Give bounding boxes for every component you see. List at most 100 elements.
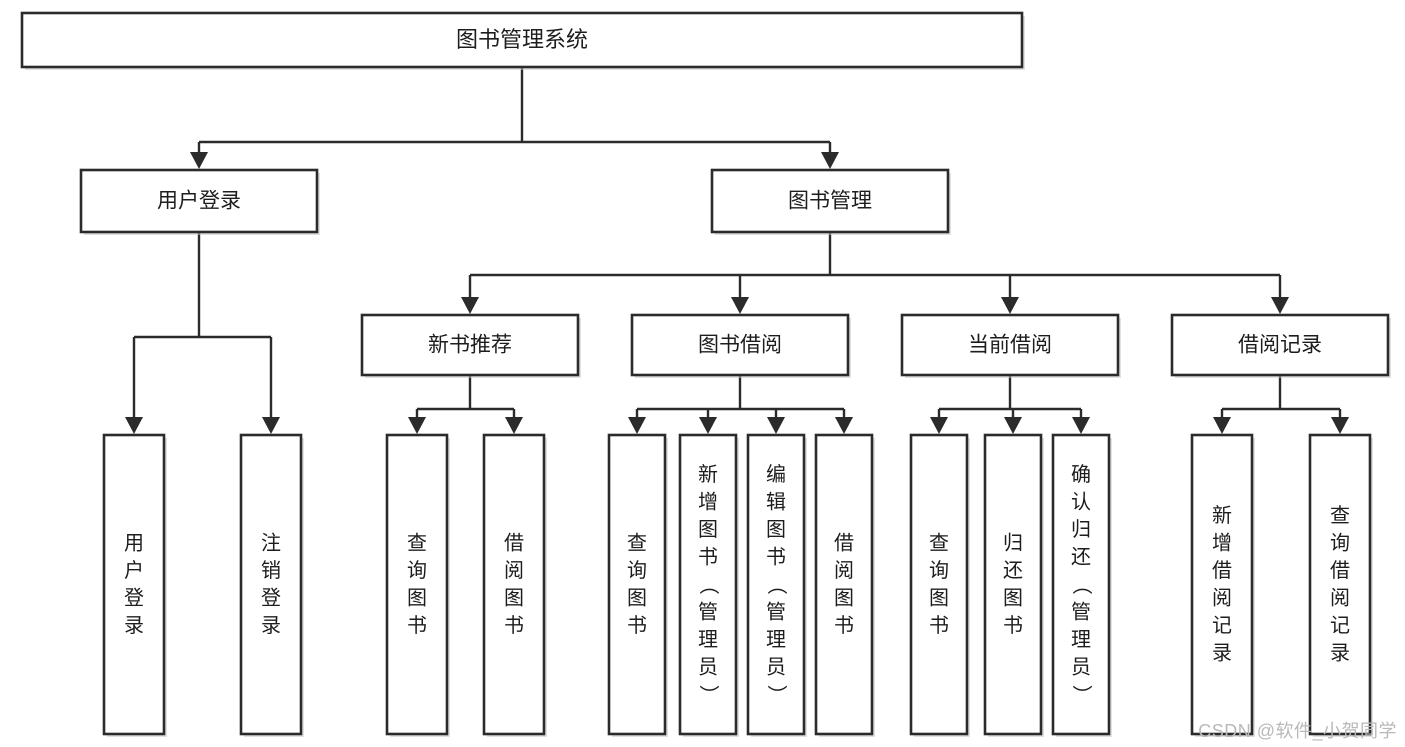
leaf-label-char: ）	[1070, 685, 1093, 705]
leaf-label-char: 确	[1071, 463, 1091, 486]
node-label: 图书借阅	[698, 334, 782, 357]
arrow-head	[821, 152, 839, 169]
node-book-borrow[interactable]: 图书借阅	[630, 313, 851, 378]
connector-layer	[125, 67, 1349, 434]
leaf-label-char: 询	[407, 559, 427, 582]
node-user-login[interactable]: 用户登录	[79, 168, 320, 235]
node-current-borrow[interactable]: 当前借阅	[900, 313, 1121, 378]
leaf-label-char: （	[765, 575, 788, 595]
leaf-label-char: 记	[1330, 614, 1350, 637]
leaf-label-char: 登	[261, 587, 281, 610]
leaf-label-char: 管	[698, 600, 718, 623]
leaf-label-char: 理	[1071, 629, 1091, 651]
leaf-label-char: 录	[1330, 643, 1350, 665]
node-label: 新书推荐	[428, 334, 512, 357]
leaf-label-char: 查	[407, 532, 427, 555]
leaf-label-char: 员	[698, 656, 718, 678]
leaf-label-char: 归	[1071, 518, 1091, 541]
leaf-label-char: 阅	[1330, 587, 1350, 610]
node-borrow-record[interactable]: 借阅记录	[1170, 313, 1391, 378]
leaf-label-char: 员	[766, 656, 786, 678]
leaf-label-char: 阅	[504, 559, 524, 582]
leaf-label-char: 查	[1330, 504, 1350, 527]
leaf-label-char: 查	[627, 532, 647, 555]
leaf-label-char: 归	[1003, 532, 1023, 555]
node-leaf-user-login[interactable]: 用户登录	[102, 433, 167, 737]
arrow-head	[1271, 297, 1289, 314]
leaf-label-char: 阅	[1212, 587, 1232, 610]
leaf-label-char: 还	[1003, 559, 1023, 582]
arrow-head	[1213, 417, 1231, 434]
leaf-label-char: 书	[1003, 614, 1023, 637]
node-label: 图书管理	[788, 190, 872, 213]
leaf-label-char: 书	[766, 545, 786, 568]
leaf-label-char: 员	[1071, 656, 1091, 678]
leaf-label-char: 图	[698, 519, 718, 541]
arrow-head	[835, 417, 853, 434]
leaf-label-char: ）	[765, 685, 788, 705]
leaf-label-char: （	[1070, 575, 1093, 595]
leaf-label-char: 辑	[766, 490, 786, 513]
arrow-head	[125, 417, 143, 434]
arrow-head	[461, 297, 479, 314]
arrow-head	[1331, 417, 1349, 434]
leaf-label-char: 户	[124, 559, 144, 582]
leaf-label-char: 书	[407, 614, 427, 637]
leaf-label-char: 询	[1330, 532, 1350, 555]
leaf-label-char: 销	[261, 559, 281, 582]
arrow-head	[767, 417, 785, 434]
leaf-label-char: 询	[627, 559, 647, 582]
leaf-label-char: 询	[929, 559, 949, 582]
arrow-head	[190, 152, 208, 169]
leaf-label-char: 图	[929, 588, 949, 610]
node-label: 图书管理系统	[456, 27, 588, 52]
node-label: 当前借阅	[968, 334, 1052, 357]
arrow-head	[505, 417, 523, 434]
arrow-head	[930, 417, 948, 434]
leaf-label-char: 图	[766, 519, 786, 541]
leaf-label-char: 记	[1212, 614, 1232, 637]
arrow-head	[262, 417, 280, 434]
leaf-label-char: 图	[504, 588, 524, 610]
leaf-label-char: 书	[929, 614, 949, 637]
leaf-label-char: 理	[766, 629, 786, 651]
leaf-label-char: 录	[261, 615, 281, 637]
leaf-label-char: 图	[1003, 588, 1023, 610]
node-root[interactable]: 图书管理系统	[20, 11, 1025, 70]
leaf-label-char: 录	[124, 615, 144, 637]
leaf-label-char: 认	[1071, 490, 1091, 513]
leaf-label-char: 增	[698, 490, 718, 513]
node-label: 用户登录	[157, 190, 241, 213]
leaf-label-char: 书	[627, 614, 647, 637]
node-new-book-rec[interactable]: 新书推荐	[360, 313, 581, 378]
leaf-label-char: ）	[697, 685, 720, 705]
leaf-label-char: 录	[1212, 643, 1232, 665]
leaf-label-char: 阅	[834, 559, 854, 582]
leaf-label-char: 书	[504, 614, 524, 637]
watermark-text: CSDN @软件_小贺同学	[1198, 721, 1397, 741]
leaf-label-char: 图	[627, 588, 647, 610]
leaf-label-char: 借	[1212, 559, 1232, 582]
leaf-label-char: 借	[504, 532, 524, 555]
node-layer: 图书管理系统用户登录图书管理新书推荐图书借阅当前借阅借阅记录用户登录注销登录查询…	[20, 11, 1391, 737]
leaf-label-char: 理	[698, 629, 718, 651]
arrow-head	[1072, 417, 1090, 434]
leaf-label-char: 书	[698, 545, 718, 568]
arrow-head	[1001, 297, 1019, 314]
node-book-manage[interactable]: 图书管理	[710, 168, 951, 235]
arrow-head	[408, 417, 426, 434]
leaf-label-char: 新	[1212, 504, 1232, 527]
